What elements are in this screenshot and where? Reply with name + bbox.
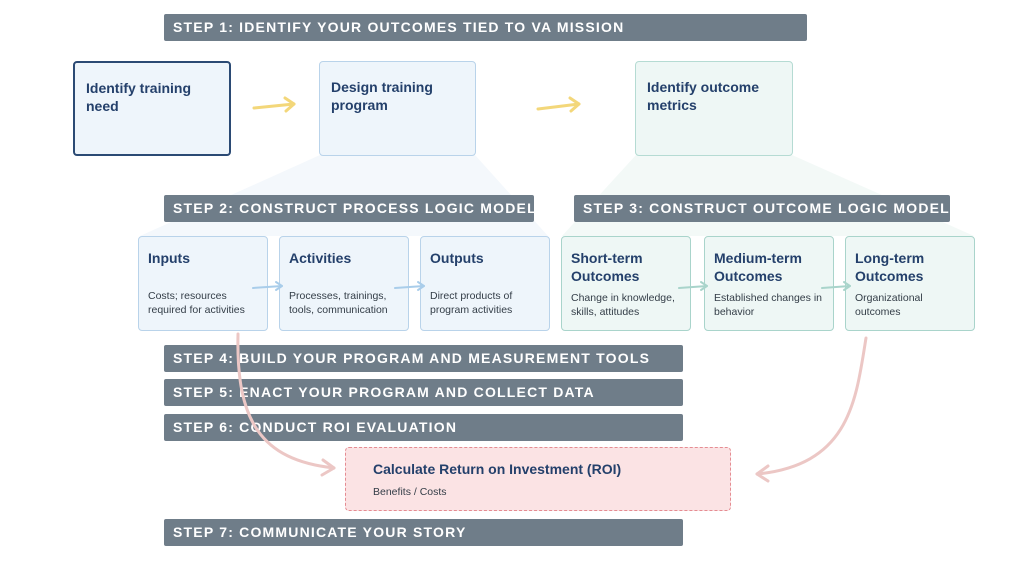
blue-arrow-1 [252,281,283,291]
activities-title: Activities [289,250,352,266]
yellow-arrow-2 [536,96,581,113]
outputs-box: Outputs Direct products of program activ… [420,236,550,331]
step-5-bar: STEP 5: ENACT YOUR PROGRAM AND COLLECT D… [164,379,683,406]
outputs-title: Outputs [430,250,484,266]
step-4-bar: STEP 4: BUILD YOUR PROGRAM AND MEASUREME… [164,345,683,372]
medium-term-box: Medium-term Outcomes Established changes… [704,236,834,331]
roi-box: Calculate Return on Investment (ROI) Ben… [345,447,731,511]
inputs-box: Inputs Costs; resources required for act… [138,236,268,331]
identify-metrics-box: Identify outcome metrics [635,61,793,156]
short-term-box: Short-term Outcomes Change in knowledge,… [561,236,691,331]
identify-need-label: Identify training need [86,80,191,114]
design-program-label: Design training program [331,79,433,113]
green-arrow-2 [821,281,851,291]
yellow-arrow-1 [252,96,296,113]
long-term-title: Long-term Outcomes [855,250,925,284]
short-term-title: Short-term Outcomes [571,250,643,284]
outputs-desc: Direct products of program activities [430,290,513,316]
step-2-bar: STEP 2: CONSTRUCT PROCESS LOGIC MODEL [164,195,536,222]
step-3-bar: STEP 3: CONSTRUCT OUTCOME LOGIC MODEL [574,195,950,222]
identify-need-box: Identify training need [73,61,231,156]
identify-metrics-label: Identify outcome metrics [647,79,760,113]
inputs-title: Inputs [148,250,190,266]
pink-arrow-left [236,332,336,477]
long-term-box: Long-term Outcomes Organizational outcom… [845,236,975,331]
design-program-box: Design training program [319,61,476,156]
step-7-bar: STEP 7: COMMUNICATE YOUR STORY [164,519,683,546]
inputs-desc: Costs; resources required for activities [148,290,245,316]
medium-term-title: Medium-term Outcomes [714,250,802,284]
roi-formula: Benefits / Costs [373,486,447,498]
roi-title: Calculate Return on Investment (ROI) [373,461,622,477]
step-1-bar: STEP 1: IDENTIFY YOUR OUTCOMES TIED TO V… [164,14,807,41]
medium-term-desc: Established changes in behavior [714,292,822,318]
long-term-desc: Organizational outcomes [855,292,923,318]
pink-arrow-right [755,336,868,483]
activities-desc: Processes, trainings, tools, communicati… [289,290,388,316]
activities-box: Activities Processes, trainings, tools, … [279,236,409,331]
green-arrow-1 [678,281,708,291]
blue-arrow-2 [394,281,425,291]
short-term-desc: Change in knowledge, skills, attitudes [571,292,675,318]
